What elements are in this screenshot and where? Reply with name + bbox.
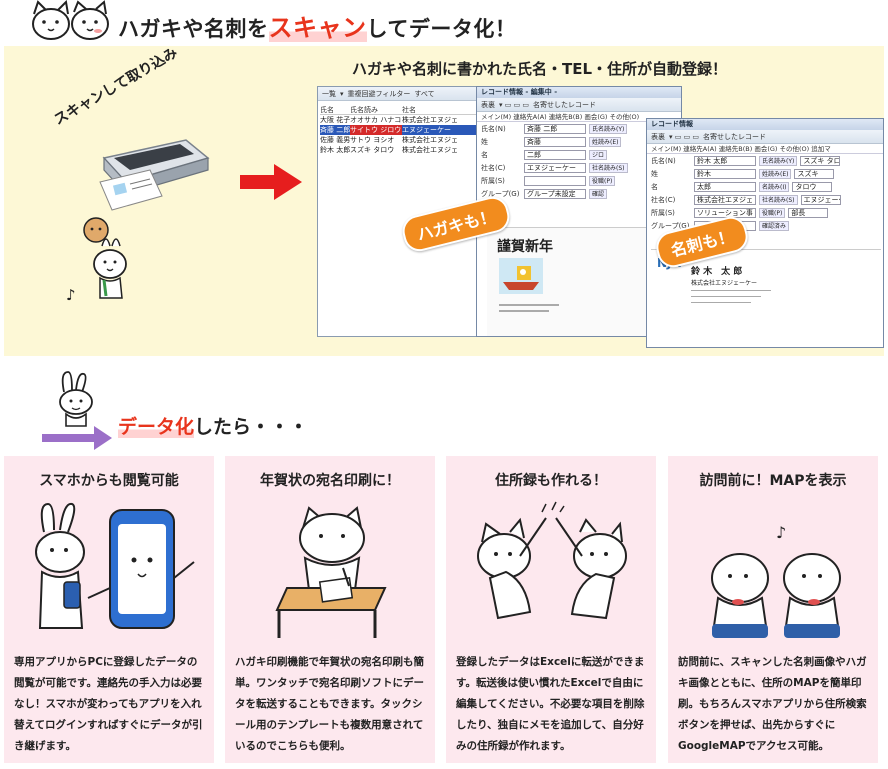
feature-card-address-book: 住所録も作れる！ 登録したデータはExcelに転送ができます。転送後は使い慣れた… [446,456,656,763]
company-field[interactable]: 株式会社エヌジェ [694,194,756,205]
arrow-right-icon [240,164,302,200]
music-note-icon: ♪ [66,286,76,304]
toolbar-filter-button[interactable]: 重複回避フィルター [347,89,411,98]
department-field[interactable] [524,175,586,186]
hagaki-preview: 謹賀新年 [487,227,673,336]
toolbar-list-button[interactable]: 一覧 [322,89,336,98]
cats-high-five-illustration [477,501,627,620]
card-title: スマホからも閲覧可能 [39,473,179,489]
card-title: 年賀状の宛名印刷に！ [260,473,400,489]
section-heading: データ化したら・・・ [118,416,309,438]
title-highlight: スキャン [268,14,367,42]
list-item[interactable]: 佐藤 義男 サトウ ヨシオ 株式会社エヌジェ [320,136,458,144]
rabbit-smartphone-illustration [35,502,195,629]
company-field[interactable]: エヌジェーケー [524,162,586,173]
feature-card-smartphone: スマホからも閲覧可能 専用アプリからPCに登録したデータの閲覧が可能です。連絡先… [4,456,214,763]
card-body: ハガキ印刷機能で年賀状の宛名印刷も簡単。ワンタッチで宛名印刷ソフトにデータを転送… [235,656,424,752]
scanner-illustration [99,139,210,211]
contact-list: 氏名 氏名読み 社名 大阪 花子 オオサカ ハナコ 株式会社エヌジェ 斉藤 二郎… [320,105,478,155]
feature-card-map: 訪問前に！MAPを表示 ♪ 訪問前に、スキャンした名刺画像やハガキ画像とともに、… [668,456,878,763]
card-title: 訪問前に！MAPを表示 [699,473,847,489]
group-select[interactable]: グループ未設定 [524,188,586,199]
record-toolbar: 表裏 ▾ ▭ ▭ ▭ 名寄せしたレコード [647,130,883,144]
cat-writing-illustration [275,506,387,638]
treasure-ship-icon [499,258,543,294]
record-toolbar: 表裏 ▾ ▭ ▭ ▭ 名寄せしたレコード [477,98,681,112]
given-name-field[interactable]: 太郎 [694,181,756,192]
window-title: レコード情報 - 編集中 - [477,87,681,98]
window-title: レコード情報 [647,119,883,130]
svg-text:♪: ♪ [776,523,786,542]
card-body: 専用アプリからPCに登録したデータの閲覧が可能です。連絡先の手入力は必要なし！ス… [14,656,203,752]
toolbar-all-button[interactable]: すべて [414,89,435,98]
record-tabs[interactable]: メイン(M) 連絡先A(A) 連絡先B(B) 画会(G) その他(O) [477,112,681,122]
greeting-text: 謹賀新年 [497,239,553,255]
card-body: 登録したデータはExcelに転送ができます。転送後は使い慣れたExcelで自由に… [456,656,645,752]
cats-sitting-illustration: ♪ [711,523,841,638]
surname-field[interactable]: 鈴木 [694,168,756,179]
toolbar-front-back-button[interactable]: 表裏 [651,132,665,141]
given-name-field[interactable]: 二郎 [524,149,586,160]
name-field[interactable]: 斉藤 二郎 [524,123,586,134]
feature-card-print: 年賀状の宛名印刷に！ ハガキ印刷機能で年賀状の宛名印刷も簡単。ワンタッチで宛名印… [225,456,435,763]
list-header: 氏名 氏名読み 社名 [320,105,478,115]
meishi-preview: NJK 株式会社エヌジェーケー 鈴 木 太 郎 [651,249,881,347]
cats-mascot-icon [32,0,109,40]
name-field[interactable]: 鈴木 太郎 [694,155,756,166]
rabbit-on-arrow-icon [42,371,112,450]
record-form: 氏名(N)斉藤 二郎氏名読み(Y) 姓斉藤姓読み(E) 名二郎ジロ 社名(C)エ… [477,122,681,200]
card-title: 住所録も作れる！ [495,473,607,489]
hero-panel-title: ハガキや名刺に書かれた氏名・TEL・住所が自動登録！ [352,60,728,78]
page-title: ハガキや名刺をスキャンしてデータ化！ [118,14,517,42]
toolbar-merged-records-button[interactable]: 名寄せしたレコード [703,132,767,141]
list-item[interactable]: 大阪 花子 オオサカ ハナコ 株式会社エヌジェ [320,116,458,124]
card-company: 株式会社エヌジェーケー [691,280,758,287]
record-tabs[interactable]: メイン(M) 連絡先A(A) 連絡先B(B) 画会(G) その他(O) 追加マ [647,144,883,154]
department-field[interactable]: ソリューション事 [694,207,756,218]
toolbar-front-back-button[interactable]: 表裏 [481,100,495,109]
surname-field[interactable]: 斉藤 [524,136,586,147]
toolbar-merged-records-button[interactable]: 名寄せしたレコード [533,100,597,109]
mascot-character-icon [83,217,127,299]
record-form: 氏名(N)鈴木 太郎氏名読み(Y)スズキ タロ 姓鈴木姓読み(E)スズキ 名太郎… [651,155,841,231]
list-item[interactable]: 鈴木 太郎 スズキ タロウ 株式会社エヌジェ [320,146,458,154]
card-name: 鈴 木 太 郎 [691,267,743,277]
card-body: 訪問前に、スキャンした名刺画像やハガキ画像とともに、住所のMAPを簡単印刷。もち… [678,656,867,752]
list-item-selected[interactable]: 斉藤 二郎 サイトウ ジロウ エヌジェーケー [320,125,478,135]
